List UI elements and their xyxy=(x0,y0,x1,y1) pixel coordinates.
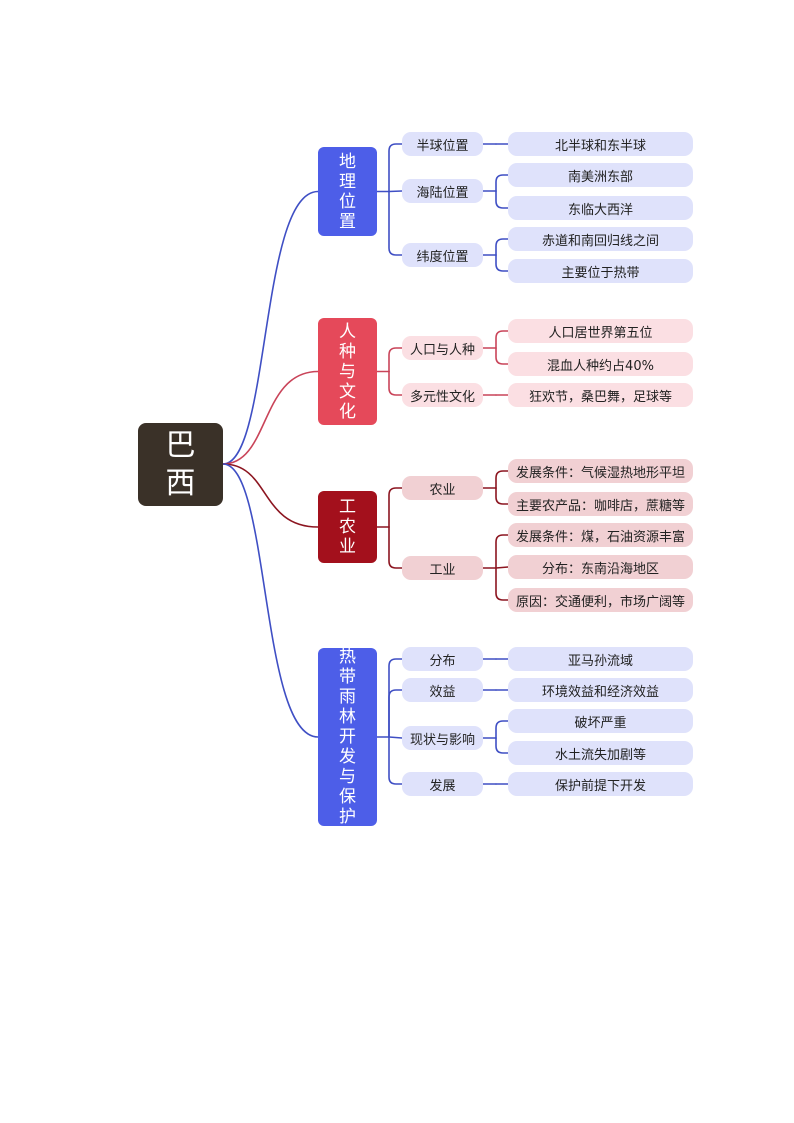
sub-node: 发展 xyxy=(402,772,483,796)
branch-label: 热带雨林开发与保护 xyxy=(339,647,356,827)
sub-node: 分布 xyxy=(402,647,483,671)
branch-1-link-0 xyxy=(388,347,403,373)
sub-2-1-link-1 xyxy=(495,566,509,569)
branch-node-2: 工农业 xyxy=(318,491,377,563)
sub-node: 农业 xyxy=(402,476,483,500)
branch-0-link-1 xyxy=(388,190,403,193)
branch-3-link-0 xyxy=(388,658,403,738)
branch-3-link-2 xyxy=(388,736,403,739)
sub-node: 效益 xyxy=(402,678,483,702)
leaf-node: 混血人种约占40% xyxy=(508,352,693,376)
branch-node-3: 热带雨林开发与保护 xyxy=(318,647,377,827)
sub-3-2-link-0 xyxy=(495,720,509,739)
sub-0-2-link-0 xyxy=(495,238,509,256)
leaf-node: 北半球和东半球 xyxy=(508,132,693,156)
leaf-node: 主要农产品：咖啡店，蔗糖等 xyxy=(508,492,693,516)
leaf-node: 人口居世界第五位 xyxy=(508,319,693,343)
sub-1-0-link-0 xyxy=(495,330,509,349)
branch-2-link-0 xyxy=(388,487,403,528)
branch-3-link-1 xyxy=(388,689,403,738)
root-to-branch-link-1 xyxy=(222,370,319,465)
root-label: 巴西 xyxy=(165,427,196,501)
leaf-node: 发展条件：煤，石油资源丰富 xyxy=(508,523,693,547)
leaf-node: 南美洲东部 xyxy=(508,163,693,187)
sub-0-1-link-0 xyxy=(495,174,509,192)
leaf-node: 原因：交通便利，市场广阔等 xyxy=(508,588,693,612)
sub-node: 海陆位置 xyxy=(402,179,483,203)
leaf-node: 主要位于热带 xyxy=(508,259,693,283)
sub-node: 工业 xyxy=(402,556,483,580)
sub-node: 纬度位置 xyxy=(402,243,483,267)
leaf-node: 赤道和南回归线之间 xyxy=(508,227,693,251)
leaf-node: 保护前提下开发 xyxy=(508,772,693,796)
branch-2-link-1 xyxy=(388,526,403,569)
sub-2-1-link-2 xyxy=(495,567,509,601)
branch-node-1: 人种与文化 xyxy=(318,318,377,425)
sub-1-0-link-1 xyxy=(495,347,509,365)
root-to-branch-link-0 xyxy=(222,190,319,465)
root-to-branch-link-3 xyxy=(222,463,319,738)
branch-node-0: 地理位置 xyxy=(318,147,377,236)
branch-label: 地理位置 xyxy=(339,151,356,232)
sub-2-0-link-1 xyxy=(495,487,509,505)
leaf-node: 发展条件：气候湿热地形平坦 xyxy=(508,459,693,483)
root-node: 巴西 xyxy=(138,423,223,506)
leaf-node: 亚马孙流域 xyxy=(508,647,693,671)
branch-0-link-2 xyxy=(388,190,403,256)
leaf-node: 东临大西洋 xyxy=(508,196,693,220)
sub-node: 多元性文化 xyxy=(402,383,483,407)
branch-3-link-3 xyxy=(388,736,403,785)
sub-node: 现状与影响 xyxy=(402,726,483,750)
branch-1-link-1 xyxy=(388,370,403,396)
sub-2-1-link-0 xyxy=(495,534,509,569)
sub-3-2-link-1 xyxy=(495,737,509,754)
branch-label: 人种与文化 xyxy=(339,321,356,422)
sub-node: 人口与人种 xyxy=(402,336,483,360)
sub-0-1-link-1 xyxy=(495,190,509,209)
leaf-node: 狂欢节，桑巴舞，足球等 xyxy=(508,383,693,407)
branch-0-link-0 xyxy=(388,143,403,193)
branch-label: 工农业 xyxy=(339,497,356,557)
sub-0-2-link-1 xyxy=(495,254,509,272)
sub-node: 半球位置 xyxy=(402,132,483,156)
sub-2-0-link-0 xyxy=(495,470,509,489)
leaf-node: 环境效益和经济效益 xyxy=(508,678,693,702)
root-to-branch-link-2 xyxy=(222,463,319,528)
leaf-node: 分布：东南沿海地区 xyxy=(508,555,693,579)
leaf-node: 水土流失加剧等 xyxy=(508,741,693,765)
leaf-node: 破坏严重 xyxy=(508,709,693,733)
